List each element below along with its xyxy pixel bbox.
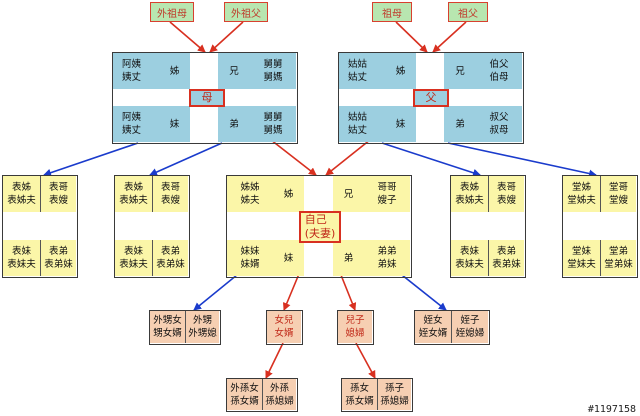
arrow-paternal-grandpa: [432, 21, 467, 53]
son-grandson-cell: 孫子 孫媳婦: [377, 379, 411, 410]
cousin-cell-tl: 表姊 表姊夫: [3, 176, 40, 212]
mother-label: 母: [189, 89, 225, 107]
arrow-father-cousins-right: [447, 142, 597, 178]
cousin-cell-br: 堂弟 堂弟妹: [600, 240, 636, 276]
elder-brother-names: 哥哥 嫂子: [364, 176, 410, 212]
mother-elder-sister-rel: 姊: [159, 53, 190, 89]
cousin-cell-br: 表弟 表弟妹: [152, 240, 188, 276]
father-younger-sister-rel: 妹: [385, 106, 416, 142]
mother-elder-sister-names: 阿姨 姨丈: [113, 53, 159, 89]
arrow-son-grandkids: [355, 342, 376, 379]
younger-brother-rel: 弟: [333, 240, 364, 276]
cousin-cell-tr: 堂哥 堂嫂: [600, 176, 636, 212]
daughter-granddaughter-cell: 外孫女 孫女婿: [227, 379, 262, 410]
cousin-cell-bl: 表妹 表妹夫: [451, 240, 488, 276]
elder-sister-names: 姊姊 姊夫: [227, 176, 273, 212]
younger-brother-names: 弟弟 弟妹: [364, 240, 410, 276]
father-elder-sister-rel: 姊: [385, 53, 416, 89]
mother-center-bottom: [190, 106, 218, 142]
father-elder-brother-rel: 兄: [444, 53, 476, 89]
son-grandchildren-block: 孫女 孫女婿 孫子 孫媳婦: [341, 378, 413, 412]
father-elder-brother-names: 伯父 伯母: [476, 53, 522, 89]
self-center-top: [304, 176, 333, 212]
brother-son-cell: 姪子 姪媳婦: [451, 311, 488, 343]
maternal-grandfather-label: 外祖父: [224, 2, 268, 22]
father-younger-sister-names: 姑姑 姑丈: [339, 106, 385, 142]
younger-sister-rel: 妹: [273, 240, 304, 276]
paternal-grandmother-label: 祖母: [372, 2, 412, 22]
mother-family-block: 阿姨 姨丈 姊 兄 舅舅 舅媽 阿姨 姨丈 妹 弟 舅舅 舅媽: [112, 52, 298, 144]
cousin-cell-tl: 表姊 表姊夫: [115, 176, 152, 212]
paternal-grandfather-label: 祖父: [448, 2, 488, 22]
sister-children-block: 外甥女 甥女婿 外甥 外甥媳: [149, 310, 221, 345]
younger-sister-names: 妹妹 妹婿: [227, 240, 273, 276]
cousin-cell-tr: 表哥 表嫂: [488, 176, 524, 212]
mother-elder-brother-rel: 兄: [218, 53, 250, 89]
arrow-mother-cousins-left: [43, 142, 139, 177]
cousins-maternal-left: 表姊 表姊夫 表哥 表嫂 表妹 表妹夫 表弟 表弟妹: [2, 175, 78, 278]
daughter-grandchildren-block: 外孫女 孫女婿 外孫 孫媳婦: [226, 378, 298, 412]
mother-younger-brother-rel: 弟: [218, 106, 250, 142]
daughter-grandson-cell: 外孫 孫媳婦: [262, 379, 296, 410]
father-center-bottom: [416, 106, 444, 142]
watermark: #1197158: [587, 404, 636, 415]
daughter-block: 女兒 女婿: [266, 310, 303, 345]
brother-children-block: 姪女 姪女婿 姪子 姪媳婦: [414, 310, 490, 345]
cousin-cell-bl: 堂妹 堂妹夫: [563, 240, 600, 276]
brother-daughter-cell: 姪女 姪女婿: [415, 311, 451, 343]
self-center-bottom: [304, 240, 333, 276]
arrow-maternal-grandma: [169, 21, 206, 53]
cousin-cell-tl: 表姊 表姊夫: [451, 176, 488, 212]
arrow-mother-cousins-right: [149, 142, 223, 176]
cousin-cell-bl: 表妹 表妹夫: [3, 240, 40, 276]
arrow-daughter-grandkids: [265, 342, 284, 379]
elder-sister-rel: 姊: [273, 176, 304, 212]
father-family-block: 姑姑 姑丈 姊 兄 伯父 伯母 姑姑 姑丈 妹 弟 叔父 叔母: [338, 52, 524, 144]
elder-brother-rel: 兄: [333, 176, 364, 212]
cousin-cell-tr: 表哥 表嫂: [152, 176, 188, 212]
arrow-maternal-grandpa: [209, 21, 244, 53]
father-younger-brother-names: 叔父 叔母: [476, 106, 522, 142]
son-cell: 兒子 媳婦: [338, 311, 372, 343]
cousins-paternal-left: 表姊 表姊夫 表哥 表嫂 表妹 表妹夫 表弟 表弟妹: [450, 175, 526, 278]
cousins-paternal-right: 堂姊 堂姊夫 堂哥 堂嫂 堂妹 堂妹夫 堂弟 堂弟妹: [562, 175, 638, 278]
mother-center-top: [190, 53, 218, 89]
self-label: 自己 (夫妻): [299, 211, 341, 243]
arrow-father-cousins-left: [381, 142, 481, 177]
cousin-cell-br: 表弟 表弟妹: [488, 240, 524, 276]
cousin-cell-tl: 堂姊 堂姊夫: [563, 176, 600, 212]
cousin-cell-br: 表弟 表弟妹: [40, 240, 76, 276]
son-block: 兒子 媳婦: [337, 310, 374, 345]
cousin-cell-tr: 表哥 表嫂: [40, 176, 76, 212]
father-label: 父: [413, 89, 449, 107]
arrow-paternal-grandma: [395, 21, 428, 53]
father-elder-sister-names: 姑姑 姑丈: [339, 53, 385, 89]
sister-son-cell: 外甥 外甥媳: [185, 311, 219, 343]
mother-elder-brother-names: 舅舅 舅媽: [250, 53, 296, 89]
daughter-cell: 女兒 女婿: [267, 311, 301, 343]
mother-younger-sister-names: 阿姨 姨丈: [113, 106, 159, 142]
mother-younger-brother-names: 舅舅 舅媽: [250, 106, 296, 142]
father-center-top: [416, 53, 444, 89]
cousins-maternal-right: 表姊 表姊夫 表哥 表嫂 表妹 表妹夫 表弟 表弟妹: [114, 175, 190, 278]
cousin-cell-bl: 表妹 表妹夫: [115, 240, 152, 276]
mother-younger-sister-rel: 妹: [159, 106, 190, 142]
father-younger-brother-rel: 弟: [444, 106, 476, 142]
maternal-grandmother-label: 外祖母: [150, 2, 194, 22]
sister-daughter-cell: 外甥女 甥女婿: [150, 311, 185, 343]
son-granddaughter-cell: 孫女 孫女婿: [342, 379, 377, 410]
